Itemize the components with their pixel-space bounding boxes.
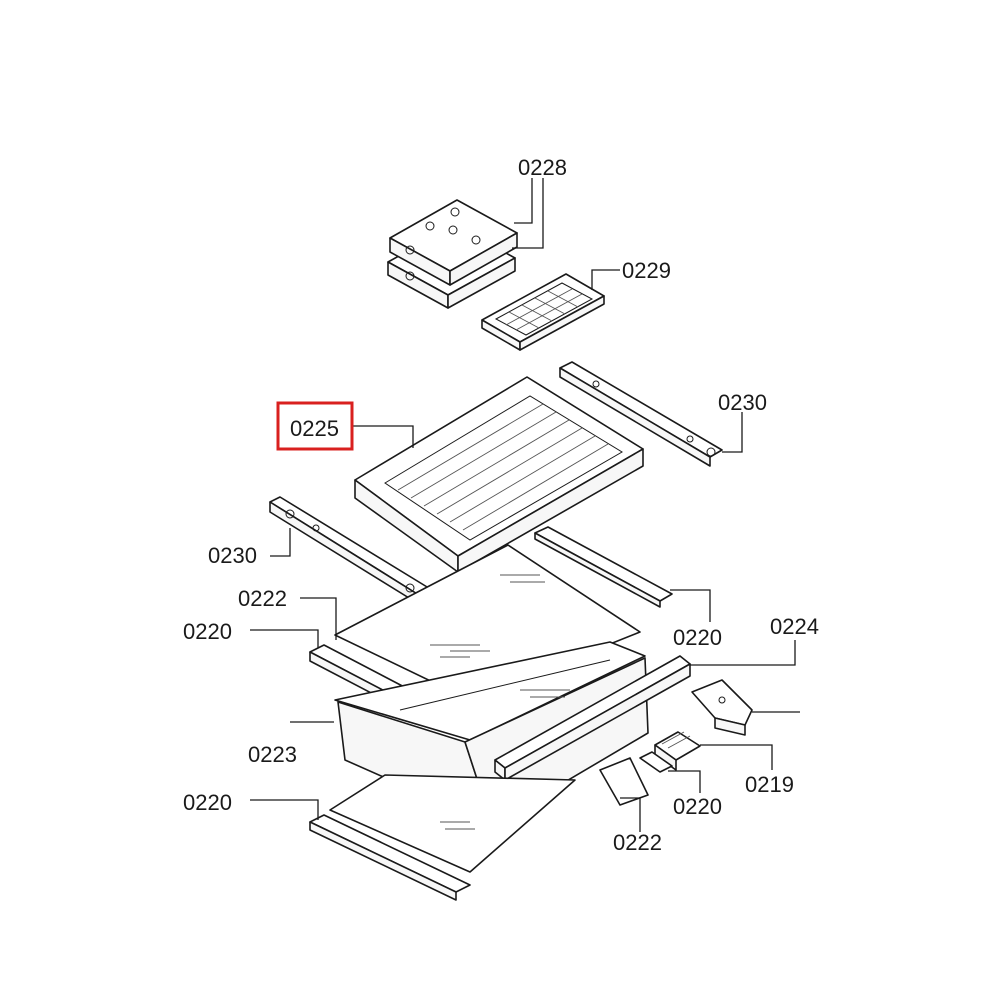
rail-part-0230-right xyxy=(559,361,723,467)
ice-tray-part-0229 xyxy=(481,273,605,351)
freezer-tray-part-0225 xyxy=(354,376,644,573)
label-0224: 0224 xyxy=(770,614,819,639)
glass-shelf-part-0222-lower xyxy=(329,757,649,873)
rail-part-0220-lower-right xyxy=(639,751,673,773)
label-0219: 0219 xyxy=(745,772,794,797)
label-0230-left: 0230 xyxy=(208,543,257,568)
label-0225: 0225 xyxy=(290,416,339,441)
highlight-box-0225 xyxy=(276,401,354,451)
label-0220-upper-left: 0220 xyxy=(183,619,232,644)
rail-part-0220-upper-right xyxy=(534,526,673,608)
clip-part-0224 xyxy=(691,679,753,736)
label-0229: 0229 xyxy=(622,258,671,283)
label-0223: 0223 xyxy=(248,742,297,767)
runner-part-0219 xyxy=(654,731,701,771)
label-0228: 0228 xyxy=(518,155,567,180)
rail-part-0220-lower-left xyxy=(309,814,471,901)
leader-lines xyxy=(250,178,800,832)
label-0222-upper: 0222 xyxy=(238,586,287,611)
label-0220-lower-right: 0220 xyxy=(673,794,722,819)
label-0220-upper-right: 0220 xyxy=(673,625,722,650)
rail-part-0220-front xyxy=(494,655,691,781)
ice-pack-part-0228 xyxy=(387,199,518,309)
label-0230-right: 0230 xyxy=(718,390,767,415)
label-0222-lower: 0222 xyxy=(613,830,662,855)
label-0220-lower-left: 0220 xyxy=(183,790,232,815)
